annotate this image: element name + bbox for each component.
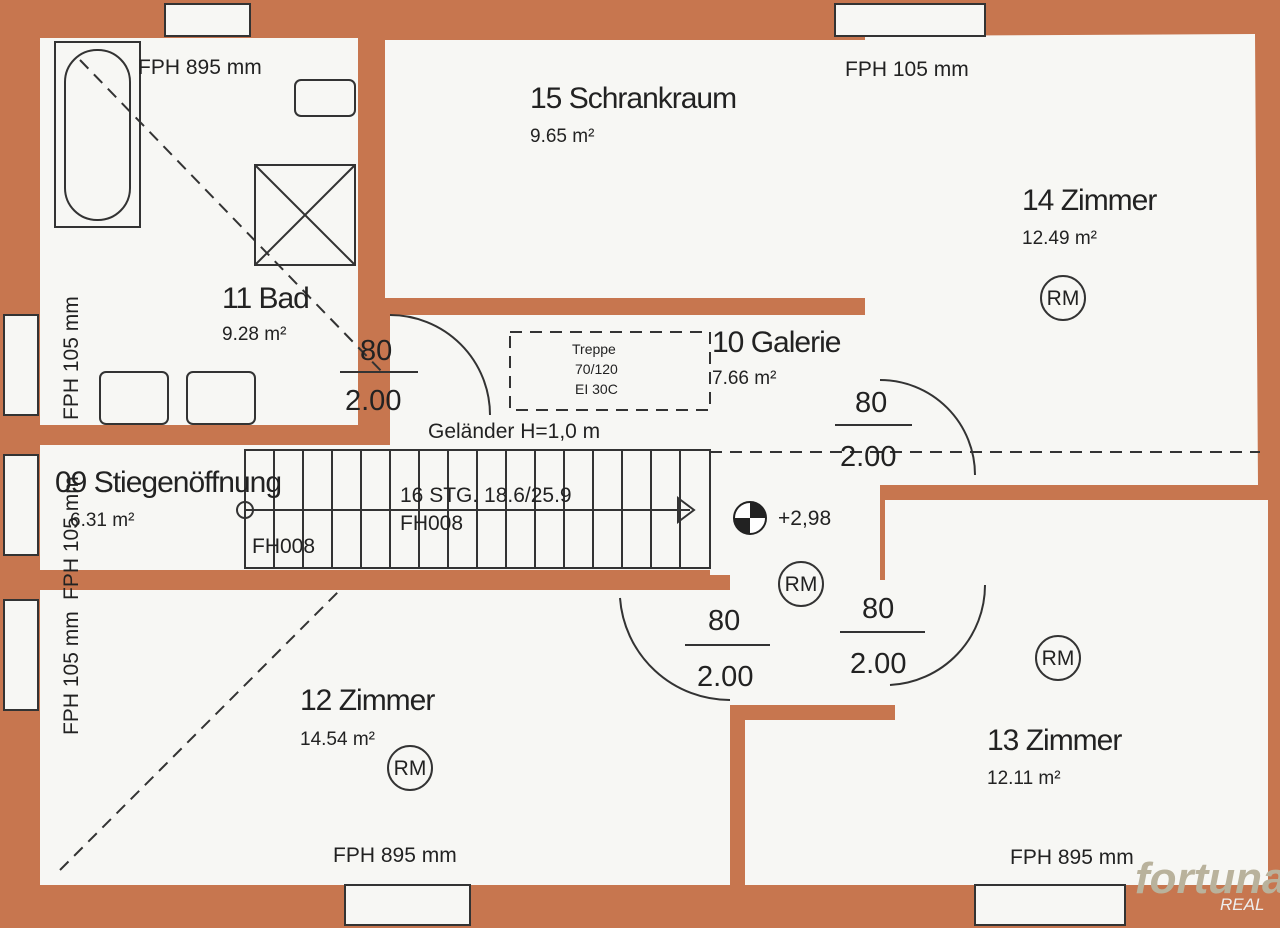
svg-text:80: 80 <box>862 593 894 625</box>
door-label: 802.00 <box>835 387 912 473</box>
svg-text:80: 80 <box>855 387 887 419</box>
window-label: FPH 105 mm <box>60 611 83 735</box>
shower-icon <box>254 164 356 266</box>
svg-text:2.00: 2.00 <box>345 385 401 417</box>
room-area: 12.49 m² <box>1022 228 1097 249</box>
svg-text:80: 80 <box>360 335 392 367</box>
room-area: 9.65 m² <box>530 126 594 147</box>
door-label: 802.00 <box>840 593 925 680</box>
rm-label: RM <box>1042 647 1075 670</box>
svg-text:2.00: 2.00 <box>850 648 906 680</box>
room-area: 7.66 m² <box>712 368 776 389</box>
window-label: FPH 105 mm <box>60 296 83 420</box>
rm-label: RM <box>785 573 818 596</box>
room-name: 12 Zimmer <box>300 684 435 717</box>
room-bad <box>40 38 358 425</box>
fortuna-real-logo: fortuna REAL <box>1135 854 1280 914</box>
window-label: FPH 895 mm <box>1010 846 1134 869</box>
room-name: 10 Galerie <box>712 326 841 359</box>
room-zimmer12 <box>40 590 730 885</box>
level-marker-icon <box>733 501 767 535</box>
sink-icon <box>99 371 169 425</box>
room-name: 14 Zimmer <box>1022 184 1157 217</box>
windows <box>3 3 1126 926</box>
rm-label: RM <box>1047 287 1080 310</box>
smoke-detector-icon: RM <box>778 561 824 607</box>
door-swings <box>389 314 987 702</box>
smoke-detector-icon: RM <box>387 745 433 791</box>
bathtub-icon <box>54 41 141 228</box>
staircase <box>236 331 711 569</box>
room-name: 09 Stiegenöffnung <box>55 466 281 499</box>
room-name: 15 Schrankraum <box>530 82 736 115</box>
room-stiegenoeffnung <box>40 445 710 570</box>
svg-text:REAL: REAL <box>1220 895 1264 914</box>
toilet-icon <box>294 79 356 117</box>
rm-label: RM <box>394 757 427 780</box>
door-label: 802.00 <box>340 335 418 417</box>
room-area: 12.11 m² <box>987 768 1061 789</box>
stair-fh-label: FH008 <box>400 512 463 535</box>
window-label: FPH 895 mm <box>333 844 457 867</box>
room-area: 6.31 m² <box>70 510 134 531</box>
stair-fh-label: FH008 <box>252 535 315 558</box>
room-name: 11 Bad <box>222 282 309 315</box>
stair-hatch-label: Treppe <box>572 341 616 357</box>
smoke-detector-icon: RM <box>1035 635 1081 681</box>
railing-label: Geländer H=1,0 m <box>428 420 600 443</box>
stair-steps-label: 16 STG. 18.6/25.9 <box>400 484 572 507</box>
window-label: FPH 105 mm <box>845 58 969 81</box>
sink-icon <box>186 371 256 425</box>
stair-hatch-label: 70/120 <box>575 361 618 377</box>
room-zimmer14 <box>865 34 1258 485</box>
svg-text:80: 80 <box>708 605 740 637</box>
svg-text:fortuna: fortuna <box>1135 854 1280 903</box>
room-schrankraum <box>385 40 865 298</box>
room-name: 13 Zimmer <box>987 724 1122 757</box>
svg-text:2.00: 2.00 <box>697 661 753 693</box>
window-label: FPH 105 mm <box>60 476 83 600</box>
stair-hatch-label: EI 30C <box>575 381 618 397</box>
room-area: 9.28 m² <box>222 324 286 345</box>
smoke-detector-icon: RM <box>1040 275 1086 321</box>
window-label: FPH 895 mm <box>138 56 262 79</box>
room-zimmer13 <box>745 500 1268 885</box>
door-label: 802.00 <box>685 605 770 693</box>
svg-text:2.00: 2.00 <box>840 441 896 473</box>
room-galerie <box>390 195 895 705</box>
room-area: 14.54 m² <box>300 729 375 750</box>
level-label: +2,98 <box>778 507 831 530</box>
